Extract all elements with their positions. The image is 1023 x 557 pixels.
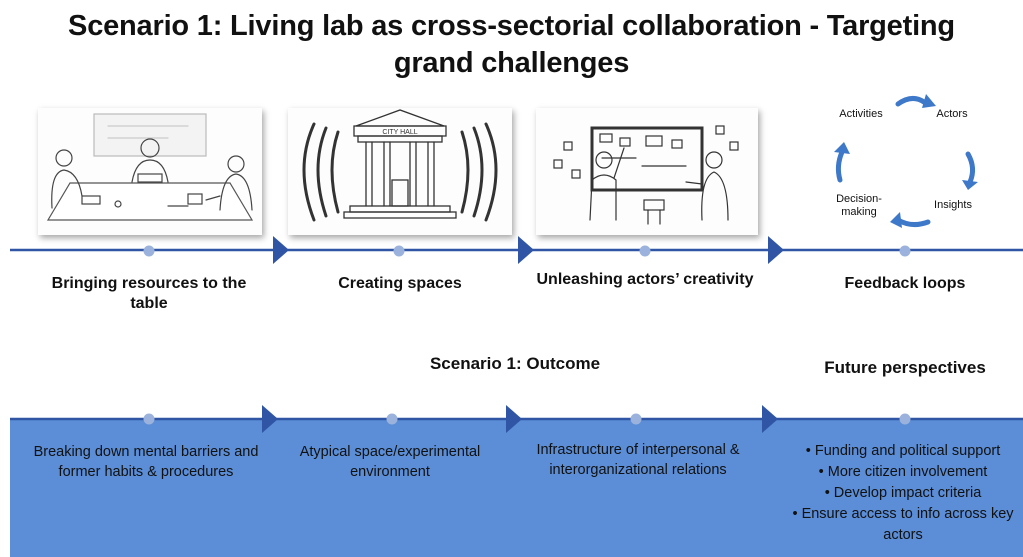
timeline-top-dot-2 <box>393 245 405 257</box>
timeline-top-dot-1 <box>143 245 155 257</box>
timeline-top-arrow-3 <box>768 236 784 264</box>
outcome-item-1: Breaking down mental barriers and former… <box>33 444 259 480</box>
cycle-arrow-left <box>835 149 845 183</box>
city-hall-sign: CITY HALL <box>382 129 417 136</box>
timeline-top-arrow-1 <box>273 236 289 264</box>
city-hall-illustration: CITY HALL <box>288 108 512 235</box>
stage-label-feedback: Feedback loops <box>844 275 966 292</box>
future-item: • Funding and political support <box>805 443 1001 459</box>
title-line-2: grand challenges <box>393 47 630 79</box>
outcome-heading: Scenario 1: Outcome <box>429 354 601 373</box>
timeline-bottom-dot-4 <box>899 413 911 425</box>
timeline-top-dot-4 <box>899 245 911 257</box>
cycle-node-decision-making: Decision-making <box>836 193 882 218</box>
cycle-arrow-bottom <box>895 217 931 228</box>
whiteboard-illustration <box>536 108 758 235</box>
timeline-top-arrow-2 <box>518 236 534 264</box>
outcome-item-2: Atypical space/experimental environment <box>299 444 481 480</box>
timeline-bottom-arrow-1 <box>262 405 278 433</box>
outcome-item-3: Infrastructure of interpersonal & intero… <box>536 442 740 478</box>
timeline-top <box>10 236 1023 264</box>
timeline-bottom-dot-3 <box>630 413 642 425</box>
timeline-bottom-dot-1 <box>143 413 155 425</box>
meeting-illustration <box>38 108 262 235</box>
future-perspectives-list: • Funding and political support • More c… <box>778 441 1023 546</box>
timeline-bottom <box>10 405 1023 433</box>
timeline-bottom-dot-2 <box>386 413 398 425</box>
stage-label-resources: Bringing resources to the table <box>51 275 247 312</box>
timeline-top-dot-3 <box>639 245 651 257</box>
future-heading: Future perspectives <box>824 358 986 377</box>
stage-label-creativity: Unleashing actors’ creativity <box>536 271 754 288</box>
cycle-node-actors: Actors <box>936 108 968 120</box>
cycle-node-activities: Activities <box>839 108 883 120</box>
future-item: • Develop impact criteria <box>824 485 982 501</box>
timeline-bottom-arrow-2 <box>506 405 522 433</box>
future-item: • Ensure access to info across key actor… <box>792 506 1014 543</box>
cycle-arrow-right <box>965 151 976 185</box>
outcome-band <box>10 419 1023 557</box>
diagram-title: Scenario 1: Living lab as cross-sectoria… <box>0 8 1023 82</box>
feedback-cycle: Activities Actors Insights Decision-maki… <box>800 86 1010 242</box>
future-item: • More citizen involvement <box>818 464 988 480</box>
stage-label-spaces: Creating spaces <box>338 275 462 292</box>
cycle-node-insights: Insights <box>934 199 972 211</box>
timeline-bottom-arrow-3 <box>762 405 778 433</box>
cycle-arrow-top <box>895 96 927 107</box>
title-line-1: Scenario 1: Living lab as cross-sectoria… <box>68 10 955 42</box>
